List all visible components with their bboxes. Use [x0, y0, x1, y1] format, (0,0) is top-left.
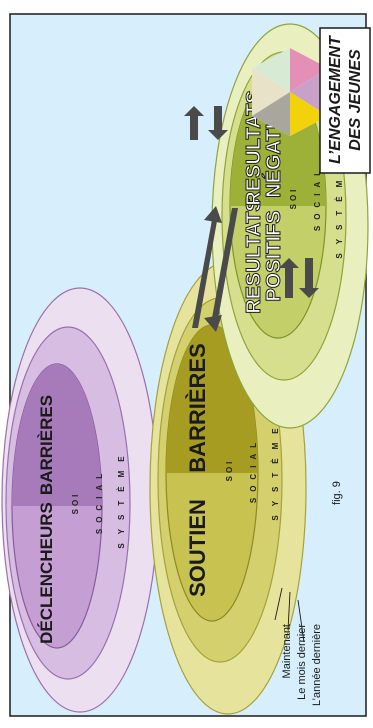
social-label-left: SOCIAL [95, 468, 104, 534]
hexagon-sector-2 [252, 48, 290, 92]
hexagon-sector-5 [290, 92, 328, 136]
systeme-label-right: SYSTÈME [335, 157, 344, 258]
leader-line-1 [274, 587, 283, 621]
arrows [184, 106, 319, 332]
time-label-maintenant: Maintenant [281, 624, 293, 678]
arrow-right-small-b [184, 106, 204, 140]
hexagon-sector-3 [290, 48, 328, 92]
arrow-long-head-top [204, 206, 222, 223]
time-label-mois-dernier: Le mois dernier [296, 624, 308, 700]
arrow-left-small-a [299, 258, 319, 298]
leader-line-3 [297, 599, 305, 643]
resultats-positifs-line2: POSITIFS [263, 210, 285, 301]
engagement-line1: L’ENGAGEMENT [327, 35, 344, 164]
soi-label-middle: SOI [225, 459, 234, 482]
arrow-pair-top-left [279, 258, 319, 298]
engagement-box-frame [319, 27, 371, 174]
arrow-pair-top-right [184, 106, 228, 140]
purple-inner-right-half [12, 364, 102, 506]
hexagon-graphic [252, 48, 328, 136]
arrow-long-shaft-bottom [212, 208, 238, 319]
time-label-annee-derniere: L’année dernière [311, 624, 323, 706]
engagement-line2: DES JEUNES [347, 49, 364, 151]
leader-line-2 [287, 591, 291, 631]
systeme-label-middle: SYSTÈME [271, 419, 280, 520]
declencheurs-label: DÉCLENCHEURS [37, 502, 56, 644]
social-label-middle: SOCIAL [249, 437, 258, 503]
hexagon-sector-1 [252, 68, 290, 116]
arrow-long-head-bottom [204, 315, 222, 332]
figure-caption: fig. 9 [331, 481, 343, 505]
soi-label-left: SOI [71, 492, 80, 515]
arrow-right-small-a [279, 258, 299, 298]
barrieres-label-left: BARRIÈRES [37, 395, 56, 495]
barrieres-label-middle: BARRIÈRES [185, 343, 210, 473]
hexagon-sector-4 [290, 68, 328, 116]
arrow-pair-long [192, 206, 238, 332]
engagement-box: L’ENGAGEMENT DES JEUNES [319, 27, 371, 174]
hexagon-sector-6 [252, 92, 290, 136]
time-labels: Maintenant Le mois dernier L’année derni… [274, 587, 323, 706]
soutien-label: SOUTIEN [185, 499, 210, 597]
declencheurs-ellipses: DÉCLENCHEURS BARRIÈRES SOI SOCIAL SYSTÈM… [1, 287, 159, 713]
systeme-label-left: SYSTÈME [117, 447, 126, 548]
soi-label-right: SOI [289, 187, 298, 210]
social-label-right: SOCIAL [313, 165, 322, 231]
resultats-positifs-line1: RESULTATS [243, 198, 265, 314]
arrow-left-small-b [208, 106, 228, 140]
arrow-long-shaft-top [192, 220, 217, 328]
